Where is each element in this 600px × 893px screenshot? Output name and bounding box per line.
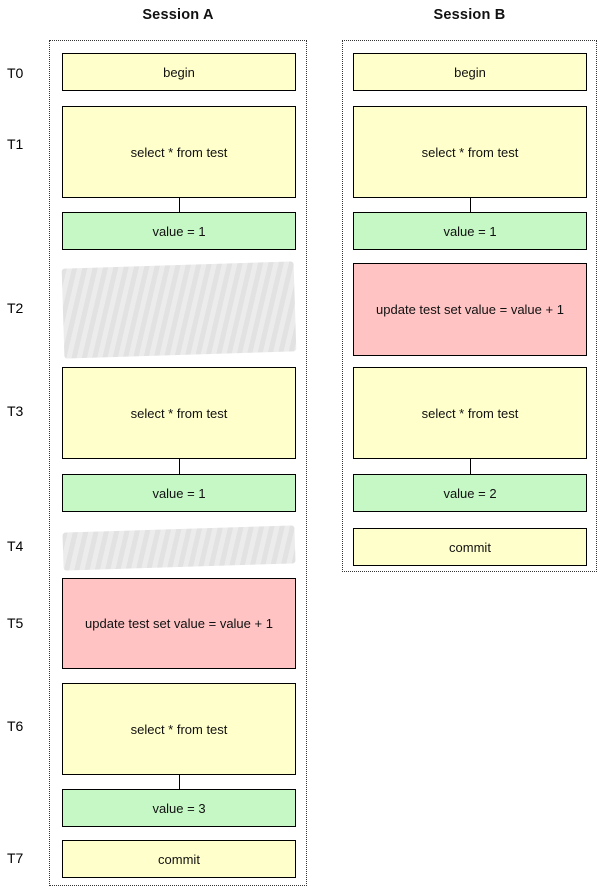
session-a-result-box-1: value = 1 [62, 212, 296, 250]
idle-scribble-t4 [62, 525, 296, 571]
session-b-begin-box: begin [353, 53, 587, 91]
timeline-label-t3: T3 [7, 403, 24, 419]
timeline-label-t5: T5 [7, 615, 24, 631]
session-a-frame: begin select * from test value = 1 selec… [49, 40, 307, 886]
session-b-select-box-1: select * from test [353, 106, 587, 198]
session-b-result-box-2: value = 2 [353, 474, 587, 512]
session-a-commit-box: commit [62, 840, 296, 878]
idle-scribble-t2 [61, 261, 297, 359]
connector-line [179, 198, 180, 213]
connector-line [470, 459, 471, 474]
session-b-title: Session B [433, 7, 506, 23]
timeline-label-t6: T6 [7, 718, 24, 734]
timeline-label-t1: T1 [7, 136, 24, 152]
session-a-select-box-1: select * from test [62, 106, 296, 198]
session-a-title: Session A [142, 7, 214, 23]
session-a-result-box-2: value = 1 [62, 474, 296, 512]
timeline-label-t2: T2 [7, 300, 24, 316]
connector-line [179, 775, 180, 790]
timeline-label-t0: T0 [7, 65, 24, 81]
session-a-result-box-3: value = 3 [62, 789, 296, 827]
timeline-label-t4: T4 [7, 538, 24, 554]
timeline-label-t7: T7 [7, 850, 24, 866]
session-b-update-box: update test set value = value + 1 [353, 263, 587, 356]
session-a-begin-box: begin [62, 53, 296, 91]
session-b-commit-box: commit [353, 528, 587, 566]
session-b-select-box-2: select * from test [353, 367, 587, 459]
connector-line [470, 198, 471, 213]
session-b-result-box-1: value = 1 [353, 212, 587, 250]
session-a-update-box: update test set value = value + 1 [62, 578, 296, 669]
connector-line [179, 459, 180, 474]
session-a-select-box-2: select * from test [62, 367, 296, 459]
session-b-frame: begin select * from test value = 1 updat… [342, 40, 597, 572]
session-a-select-box-3: select * from test [62, 683, 296, 775]
